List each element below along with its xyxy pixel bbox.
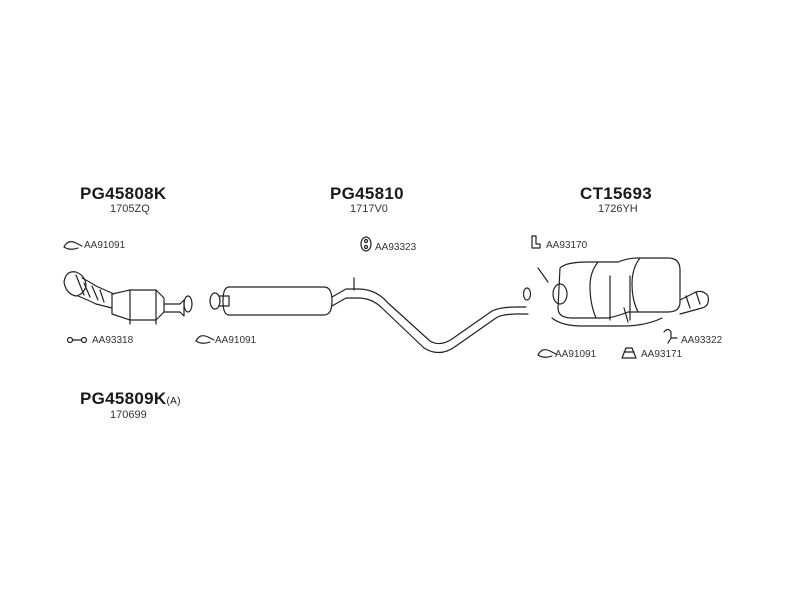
- oe-number-alt-catalyst: 170699: [110, 409, 147, 421]
- clamp-icon: [195, 335, 215, 344]
- oe-number-catalyst: 1705ZQ: [110, 203, 150, 215]
- hanger-icon: [663, 328, 678, 344]
- accessory-label: AA93171: [641, 349, 683, 360]
- rubber-hanger-icon: [360, 236, 372, 252]
- accessory-label: AA91091: [84, 240, 126, 251]
- oe-number-rear-silencer: 1726YH: [598, 203, 638, 215]
- accessory-label: AA93170: [546, 240, 588, 251]
- bolt-icon: [66, 336, 88, 344]
- part-number-alt-catalyst-code: PG45809K: [80, 389, 167, 408]
- accessory-label: AA93318: [92, 335, 134, 346]
- middle-silencer: [209, 277, 532, 354]
- part-number-alt-catalyst: PG45809K(A): [80, 390, 181, 407]
- accessory-label: AA91091: [215, 335, 257, 346]
- clamp-icon: [63, 241, 83, 250]
- accessory-label: AA93322: [681, 335, 723, 346]
- clamp-icon: [537, 349, 557, 358]
- rear-silencer: [537, 257, 709, 327]
- part-number-alt-catalyst-suffix: (A): [166, 396, 181, 407]
- part-number-catalyst: PG45808K: [80, 184, 167, 203]
- mount-icon: [621, 347, 637, 359]
- part-number-middle-silencer: PG45810: [330, 184, 404, 203]
- accessory-label: AA91091: [555, 349, 597, 360]
- catalytic-converter: [63, 271, 193, 325]
- bracket-icon: [531, 235, 541, 249]
- accessory-label: AA93323: [375, 242, 417, 253]
- part-number-rear-silencer: CT15693: [580, 184, 653, 203]
- oe-number-middle-silencer: 1717V0: [350, 203, 388, 215]
